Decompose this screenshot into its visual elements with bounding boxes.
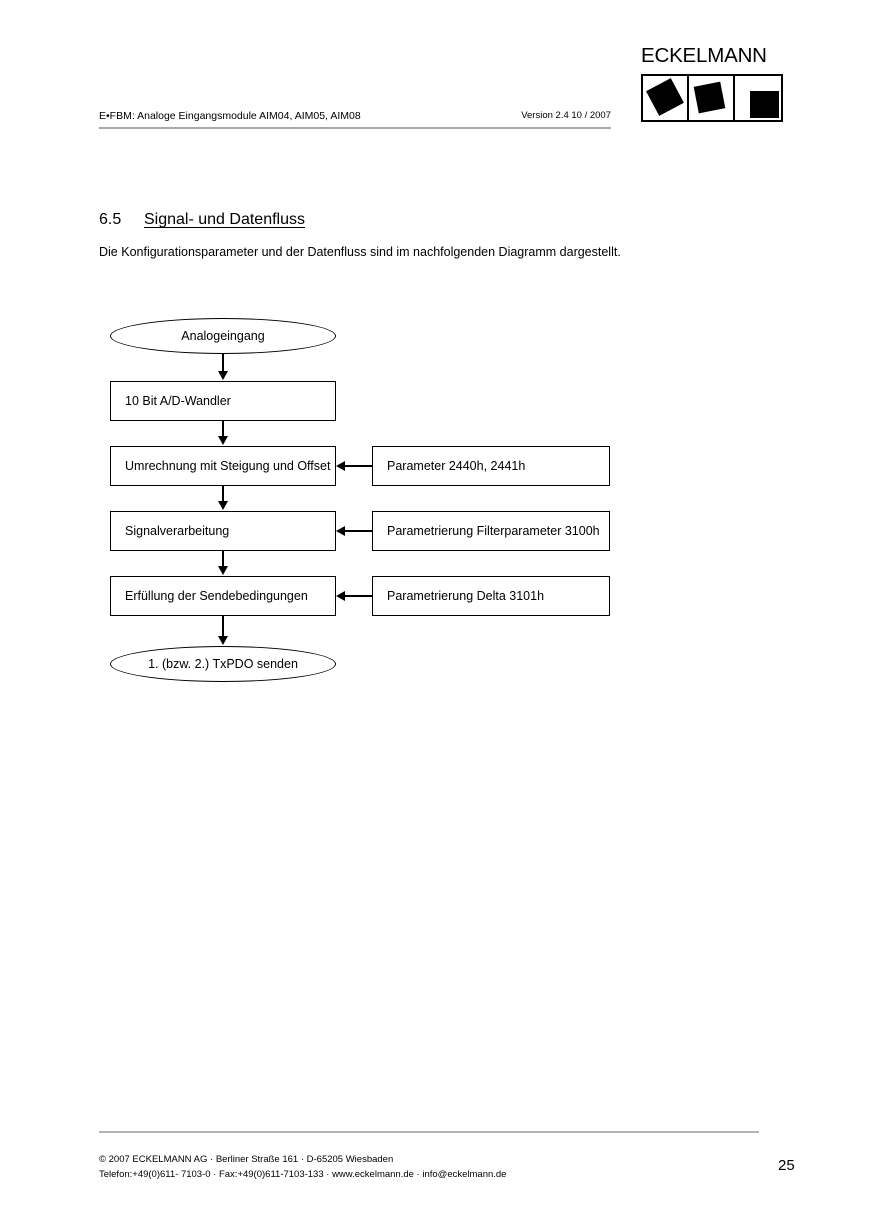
- flow-node-ad-wandler: 10 Bit A/D-Wandler: [110, 381, 336, 421]
- footer-address: © 2007 ECKELMANN AG · Berliner Straße 16…: [99, 1152, 506, 1182]
- connector-line: [345, 530, 372, 532]
- header-doc-title: E•FBM: Analoge Eingangsmodule AIM04, AIM…: [99, 110, 361, 122]
- connector-line: [222, 486, 224, 502]
- flow-node-label: Umrechnung mit Steigung und Offset: [125, 459, 331, 473]
- logo-cell-1: [643, 76, 689, 120]
- connector-line: [222, 354, 224, 372]
- arrow-down-icon: [218, 501, 228, 510]
- flow-param-label: Parametrierung Delta 3101h: [387, 589, 545, 603]
- logo-wordmark: ECKELMANN: [641, 44, 767, 67]
- logo-cell-3: [735, 76, 781, 120]
- arrow-down-icon: [218, 436, 228, 445]
- section-number: 6.5: [99, 211, 122, 228]
- flow-node-analogeingang: Analogeingang: [110, 318, 336, 354]
- flow-node-sendebedingungen: Erfüllung der Sendebedingungen: [110, 576, 336, 616]
- connector-line: [222, 421, 224, 437]
- flow-node-label: Signalverarbeitung: [125, 524, 230, 538]
- page-number: 25: [778, 1157, 795, 1174]
- flow-node-umrechnung: Umrechnung mit Steigung und Offset: [110, 446, 336, 486]
- connector-line: [222, 616, 224, 637]
- flow-param-2440: Parameter 2440h, 2441h: [372, 446, 610, 486]
- section-heading: 6.5 Signal- und Datenfluss: [99, 211, 305, 229]
- arrow-down-icon: [218, 566, 228, 575]
- flow-node-label: 1. (bzw. 2.) TxPDO senden: [148, 657, 298, 671]
- section-paragraph: Die Konfigurationsparameter und der Date…: [99, 245, 621, 259]
- eckelmann-logo: ECKELMANN: [641, 44, 783, 122]
- logo-marks: [641, 74, 783, 122]
- header-version: Version 2.4 10 / 2007: [521, 110, 611, 121]
- flow-node-label: Erfüllung der Sendebedingungen: [125, 589, 308, 603]
- flow-param-label: Parameter 2440h, 2441h: [387, 459, 526, 473]
- arrow-down-icon: [218, 371, 228, 380]
- section-title: Signal- und Datenfluss: [144, 211, 305, 228]
- corner-square-icon: [750, 91, 779, 118]
- arrow-left-icon: [336, 591, 345, 601]
- header-rule: [99, 127, 611, 129]
- arrow-left-icon: [336, 461, 345, 471]
- flow-node-label: Analogeingang: [181, 329, 265, 343]
- page-header: E•FBM: Analoge Eingangsmodule AIM04, AIM…: [99, 110, 611, 125]
- footer-line-2: Telefon:+49(0)611- 7103-0 · Fax:+49(0)61…: [99, 1169, 507, 1180]
- connector-line: [222, 551, 224, 567]
- logo-cell-2: [689, 76, 735, 120]
- flow-node-signalverarbeitung: Signalverarbeitung: [110, 511, 336, 551]
- arrow-down-icon: [218, 636, 228, 645]
- connector-line: [345, 595, 372, 597]
- flow-param-3100: Parametrierung Filterparameter 3100h: [372, 511, 610, 551]
- flow-param-label: Parametrierung Filterparameter 3100h: [387, 524, 600, 538]
- flow-param-3101: Parametrierung Delta 3101h: [372, 576, 610, 616]
- connector-line: [345, 465, 372, 467]
- arrow-left-icon: [336, 526, 345, 536]
- flow-node-label: 10 Bit A/D-Wandler: [125, 394, 231, 408]
- footer-rule: [99, 1131, 759, 1133]
- flow-node-txpdo-senden: 1. (bzw. 2.) TxPDO senden: [110, 646, 336, 682]
- footer-line-1: © 2007 ECKELMANN AG · Berliner Straße 16…: [99, 1154, 394, 1165]
